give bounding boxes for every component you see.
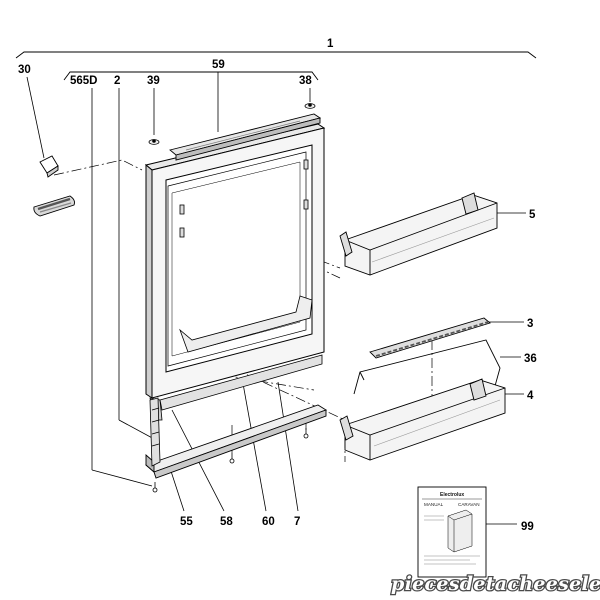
nameplate-badge: [33, 195, 75, 217]
callout-4: 4: [527, 390, 534, 402]
manual-text-lines: [424, 515, 480, 565]
callout-36: 36: [524, 353, 537, 365]
manual-label-right: CARAVAN: [458, 502, 480, 507]
door-shelf-5: [339, 192, 498, 276]
callout-2: 2: [114, 75, 120, 87]
callout-565d: 565D: [70, 75, 98, 87]
manual-label-left: MANUAL: [424, 502, 444, 507]
manual-brand: Electrolux: [440, 492, 464, 498]
assembly-bracket-59: [63, 71, 319, 81]
watermark-text: piecesdetacheeselec.com: [391, 573, 600, 595]
gasket-55: [149, 397, 161, 467]
callout-99: 99: [521, 521, 534, 533]
screws-lower: [152, 428, 309, 493]
badge-clip-30: [39, 155, 59, 178]
callout-59: 59: [212, 59, 225, 71]
assembly-bracket-1: [15, 51, 537, 59]
callout-7: 7: [294, 516, 300, 528]
callout-38: 38: [299, 75, 312, 87]
callout-30: 30: [18, 64, 31, 76]
screw-39: [148, 139, 160, 145]
screw-38: [304, 103, 316, 109]
callout-39: 39: [147, 75, 160, 87]
retainer-bar-3: [369, 317, 491, 359]
callout-1: 1: [327, 38, 334, 50]
callout-3: 3: [527, 318, 533, 330]
door-shelf-4: [339, 378, 506, 461]
callout-55: 55: [180, 516, 193, 528]
bottom-bracket-7: [145, 404, 328, 479]
screw-lower-3: [303, 428, 309, 439]
manual-booklet-99: Electrolux MANUAL CARAVAN: [417, 486, 487, 578]
callout-58: 58: [220, 516, 233, 528]
top-trim-59: [169, 113, 322, 161]
wire-retainer-36: [353, 339, 501, 395]
door-panel: [144, 123, 326, 399]
screw-lower-1: [152, 482, 158, 493]
callout-5: 5: [529, 209, 536, 221]
screw-lower-2: [229, 453, 235, 464]
callout-60: 60: [262, 516, 275, 528]
